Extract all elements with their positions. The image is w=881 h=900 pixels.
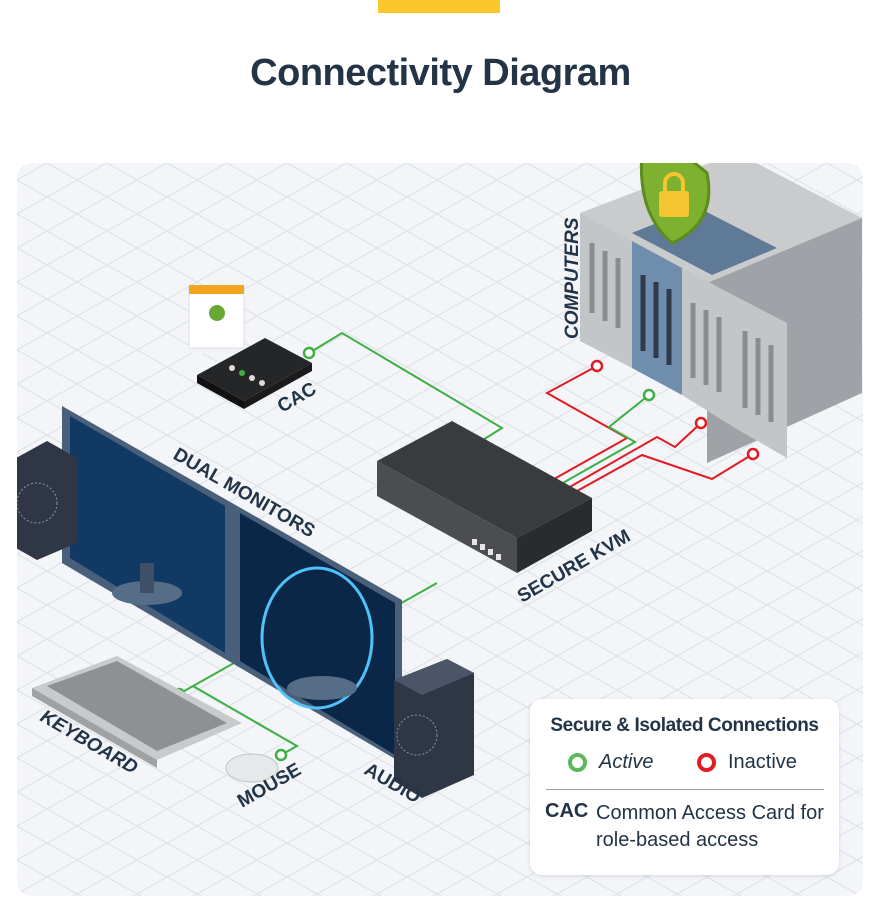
- legend-label-active: Active: [599, 751, 654, 773]
- shield-lock-icon: [639, 163, 711, 245]
- port-mouse: [274, 748, 288, 762]
- diagram-svg: COMPUTERS CAC SECURE KVM: [17, 163, 863, 896]
- monitor-icon: [62, 406, 402, 763]
- connection-computer-4: [567, 453, 754, 497]
- port-cac: [302, 346, 316, 360]
- diagram-canvas: COMPUTERS CAC SECURE KVM: [17, 163, 863, 896]
- port-computer-4: [746, 447, 760, 461]
- kvm-switch-icon: [377, 421, 592, 573]
- label-computers: COMPUTERS: [562, 217, 583, 339]
- page-title: Connectivity Diagram: [250, 52, 631, 94]
- active-ring-icon: [568, 753, 587, 772]
- port-computer-3: [694, 416, 708, 430]
- legend-title: Secure & Isolated Connections: [550, 715, 819, 736]
- legend-abbreviation-desc: Common Access Card for role-based access: [596, 802, 824, 851]
- accent-bar: [378, 0, 500, 13]
- legend-abbreviation: CAC: [545, 800, 589, 822]
- connection-computer-1: [544, 365, 630, 484]
- keyboard-icon: [32, 656, 242, 768]
- speaker-icon: [17, 441, 77, 560]
- legend-item-inactive: Inactive: [697, 751, 797, 774]
- card-reader-icon: [188, 278, 312, 409]
- connection-computer-3: [560, 422, 702, 493]
- legend-label-inactive: Inactive: [728, 751, 797, 773]
- port-computer-1: [590, 359, 604, 373]
- connection-computer-2: [553, 394, 650, 489]
- speaker-icon: [394, 659, 474, 798]
- inactive-ring-icon: [697, 753, 716, 772]
- legend-item-active: Active: [568, 751, 653, 774]
- mouse-icon: [225, 753, 279, 783]
- port-computer-2: [642, 388, 656, 402]
- legend-divider: [546, 789, 824, 790]
- legend-panel: Secure & Isolated Connections Active Ina…: [530, 699, 839, 875]
